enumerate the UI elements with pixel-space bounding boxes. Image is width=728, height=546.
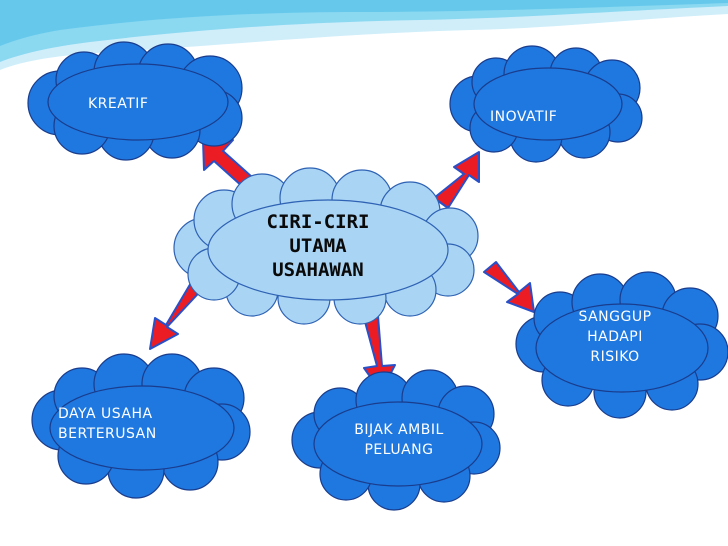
node-label-daya: DAYA USAHA BERTERUSAN bbox=[58, 406, 157, 442]
node-label-kreatif: KREATIF bbox=[88, 96, 149, 112]
node-label-sanggup: SANGGUP HADAPI RISIKO bbox=[578, 309, 652, 365]
cloud-kreatif bbox=[27, 41, 243, 161]
cloud-inovatif bbox=[449, 45, 643, 163]
cloud-daya bbox=[31, 353, 251, 499]
node-label-inovatif: INOVATIF bbox=[490, 109, 558, 125]
center-label: CIRI-CIRI UTAMA USAHAWAN bbox=[266, 211, 370, 281]
top-wave-banner bbox=[0, 0, 728, 70]
cloud-bijak bbox=[291, 369, 501, 511]
arrow-to-inovatif bbox=[433, 151, 480, 209]
cloud-center bbox=[173, 167, 479, 325]
arrow-to-sanggup bbox=[483, 261, 535, 313]
cloud-sanggup bbox=[515, 271, 728, 419]
node-label-bijak: BIJAK AMBIL PELUANG bbox=[354, 422, 444, 458]
